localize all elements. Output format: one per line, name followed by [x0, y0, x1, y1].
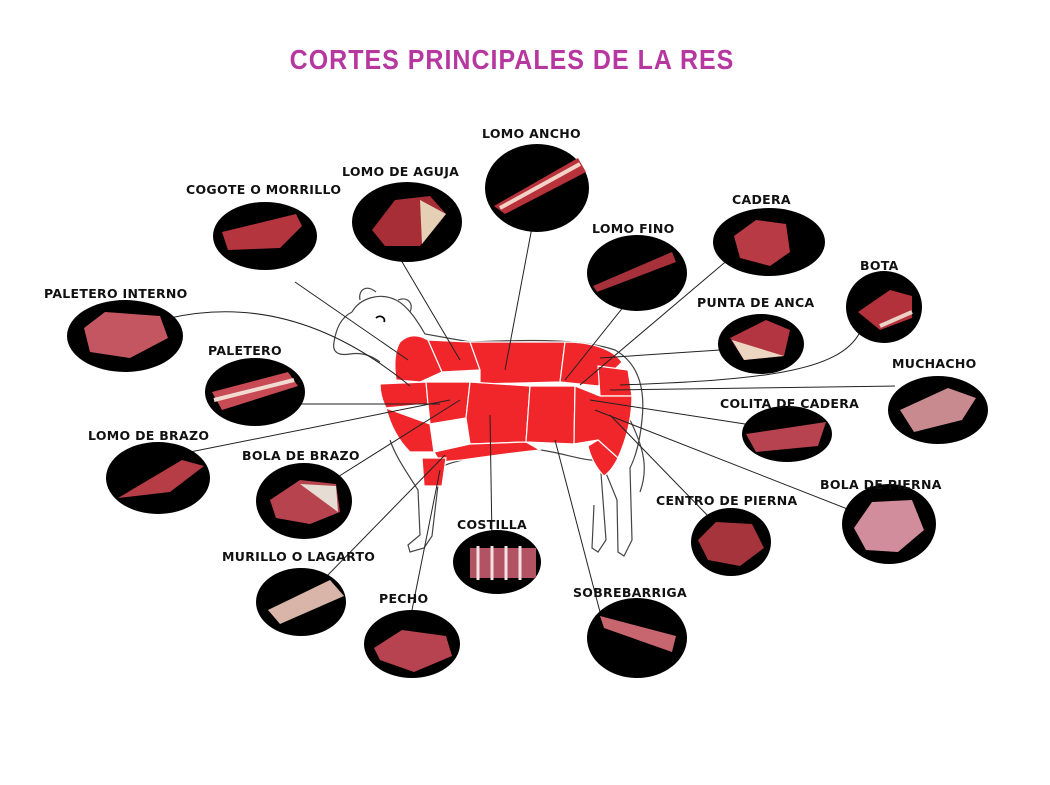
cut-region-hip [597, 365, 633, 397]
thumb-cadera [713, 208, 825, 276]
cut-region-brisket [385, 407, 435, 453]
label-bola-de-brazo: BOLA DE BRAZO [242, 448, 360, 463]
cow-silhouette [333, 287, 645, 557]
label-lomo-de-aguja: LOMO DE AGUJA [342, 164, 460, 179]
label-lomo-fino: LOMO FINO [592, 221, 675, 236]
thumb-paletero-interno [67, 300, 183, 372]
diagram-title: CORTES PRINCIPALES DE LA RES [289, 44, 735, 76]
label-punta-de-anca: PUNTA DE ANCA [697, 295, 815, 310]
connector-lines [169, 221, 896, 621]
thumb-lomo-de-aguja [352, 182, 462, 262]
thumb-murillo [256, 568, 346, 636]
cut-region-shoulder [379, 381, 429, 409]
label-sobrebarriga: SOBREBARRIGA [573, 585, 687, 600]
cut-regions [379, 335, 633, 487]
thumb-bota [846, 271, 922, 343]
label-bola-de-pierna: BOLA DE PIERNA [820, 477, 942, 492]
label-pecho: PECHO [379, 591, 429, 606]
thumb-muchacho [888, 376, 988, 444]
thumb-lomo-fino [587, 235, 687, 311]
cut-thumbnails [67, 144, 988, 678]
thumb-lomo-de-brazo [106, 442, 210, 514]
thumb-centro-de-pierna [691, 508, 771, 576]
label-muchacho: MUCHACHO [892, 356, 977, 371]
thumb-cogote [213, 202, 317, 270]
cut-region-shank [421, 457, 447, 487]
label-bota: BOTA [860, 258, 899, 273]
cut-region-knuckle [587, 439, 619, 477]
cut-region-neck [394, 335, 443, 383]
label-centro-de-pierna: CENTRO DE PIERNA [656, 493, 798, 508]
label-costilla: COSTILLA [457, 517, 527, 532]
cut-region-plate [433, 441, 542, 463]
cut-region-arm [425, 381, 471, 425]
label-paletero-interno: PALETERO INTERNO [44, 286, 188, 301]
label-cogote: COGOTE O MORRILLO [186, 182, 342, 197]
thumb-bola-de-pierna [842, 484, 936, 564]
thumb-pecho [364, 610, 460, 678]
label-lomo-de-brazo: LOMO DE BRAZO [88, 428, 210, 443]
label-cadera: CADERA [732, 192, 791, 207]
thumb-costilla [453, 530, 541, 594]
thumb-bola-de-brazo [256, 463, 352, 539]
thumb-paletero [205, 358, 305, 426]
cut-region-loin [469, 341, 566, 385]
label-lomo-ancho: LOMO ANCHO [482, 126, 581, 141]
thumb-sobrebarriga [587, 598, 687, 678]
label-paletero: PALETERO [208, 343, 282, 358]
label-murillo: MURILLO O LAGARTO [222, 549, 376, 564]
label-colita-de-cadera: COLITA DE CADERA [720, 396, 860, 411]
cut-region-flank [525, 385, 576, 445]
thumb-colita-de-cadera [742, 406, 832, 462]
thumb-punta-de-anca [718, 314, 804, 374]
thumb-lomo-ancho [485, 144, 589, 232]
cut-region-rib [465, 381, 531, 445]
